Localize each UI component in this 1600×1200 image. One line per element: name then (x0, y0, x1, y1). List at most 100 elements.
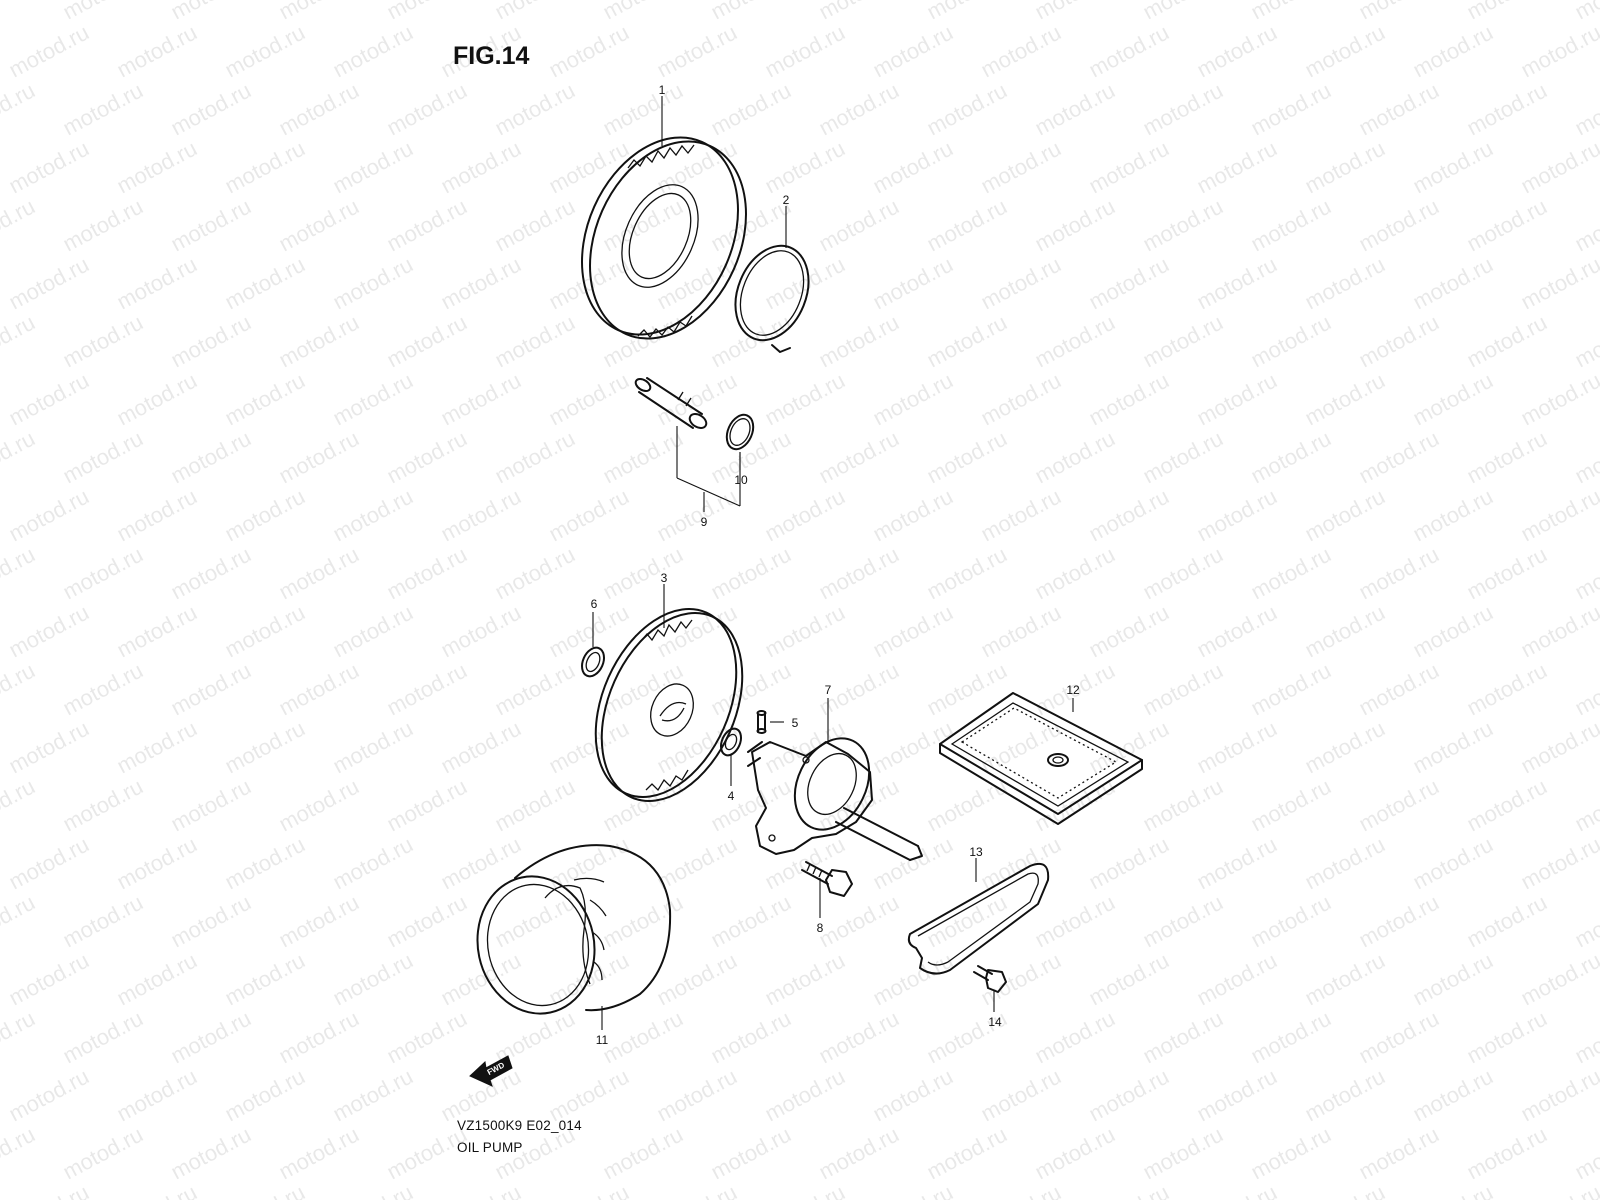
watermark-text: motod.ru (1193, 948, 1281, 1011)
watermark-text: motod.ru (113, 600, 201, 663)
watermark-text: motod.ru (923, 0, 1011, 24)
watermark-text: motod.ru (1517, 948, 1600, 1011)
part-4-washer (719, 727, 743, 757)
watermark-text: motod.ru (221, 136, 309, 199)
watermark-text: motod.ru (1139, 78, 1227, 141)
watermark-text: motod.ru (977, 948, 1065, 1011)
part-14-bolt (973, 965, 1007, 993)
watermark-text: motod.ru (1463, 774, 1551, 837)
watermark-text: motod.ru (761, 1180, 849, 1200)
watermark-text: motod.ru (491, 310, 579, 373)
watermark-text: motod.ru (167, 774, 255, 837)
watermark-text: motod.ru (1193, 136, 1281, 199)
watermark-text: motod.ru (1193, 20, 1281, 83)
watermark-text: motod.ru (653, 1180, 741, 1200)
watermark-text: motod.ru (1139, 774, 1227, 837)
watermark-text: motod.ru (1517, 1064, 1600, 1127)
watermark-text: motod.ru (275, 890, 363, 953)
watermark-text: motod.ru (545, 484, 633, 547)
watermark-text: motod.ru (1517, 368, 1600, 431)
part-8-bolt (801, 861, 853, 897)
watermark-text: motod.ru (545, 1180, 633, 1200)
watermark-text: motod.ru (1463, 310, 1551, 373)
watermark-text: motod.ru (1463, 78, 1551, 141)
watermark-text: motod.ru (1031, 194, 1119, 257)
watermark-text: motod.ru (1031, 0, 1119, 24)
watermark-text: motod.ru (1139, 658, 1227, 721)
watermark-text: motod.ru (113, 252, 201, 315)
callout-9: 9 (701, 515, 708, 529)
watermark-text: motod.ru (1247, 194, 1335, 257)
watermark-text: motod.ru (707, 0, 795, 24)
watermark-text: motod.ru (1085, 20, 1173, 83)
watermark-text: motod.ru (383, 194, 471, 257)
watermark-text: motod.ru (1301, 600, 1389, 663)
watermark-text: motod.ru (1301, 1180, 1389, 1200)
part-9-pin (634, 377, 708, 429)
watermark-text: motod.ru (1355, 890, 1443, 953)
watermark-text: motod.ru (869, 832, 957, 895)
watermark-text: motod.ru (1301, 1064, 1389, 1127)
watermark-text: motod.ru (1355, 1122, 1443, 1185)
watermark-text: motod.ru (1517, 600, 1600, 663)
watermark-text: motod.ru (869, 252, 957, 315)
watermark-text: motod.ru (545, 252, 633, 315)
watermark-text: motod.ru (869, 136, 957, 199)
watermark-text: motod.ru (221, 832, 309, 895)
watermark-text: motod.ru (329, 600, 417, 663)
watermark-text: motod.ru (707, 1122, 795, 1185)
watermark-text: motod.ru (599, 542, 687, 605)
watermark-text: motod.ru (383, 658, 471, 721)
watermark-text: motod.ru (545, 600, 633, 663)
part-11-oil-filter (476, 844, 672, 1015)
watermark-text: motod.ru (0, 0, 39, 24)
watermark-text: motod.ru (221, 1064, 309, 1127)
watermark-text: motod.ru (491, 774, 579, 837)
watermark-text: motod.ru (1571, 542, 1600, 605)
watermark-text: motod.ru (1463, 194, 1551, 257)
watermark-text: motod.ru (545, 368, 633, 431)
watermark-text: motod.ru (1193, 484, 1281, 547)
watermark-text: motod.ru (1031, 1006, 1119, 1069)
watermark-text: motod.ru (1031, 542, 1119, 605)
watermark-text: motod.ru (1355, 774, 1443, 837)
part-7-oil-pump (747, 737, 923, 861)
watermark-text: motod.ru (1085, 600, 1173, 663)
watermark-text: motod.ru (1139, 310, 1227, 373)
watermark-text: motod.ru (59, 542, 147, 605)
part-2-circlip (734, 244, 810, 353)
watermark-text: motod.ru (1193, 600, 1281, 663)
watermark-text: motod.ru (0, 310, 39, 373)
watermark-text: motod.ru (491, 194, 579, 257)
watermark-text: motod.ru (761, 368, 849, 431)
watermark-text: motod.ru (167, 426, 255, 489)
watermark-text: motod.ru (1139, 542, 1227, 605)
watermark-text: motod.ru (1517, 1180, 1600, 1200)
watermark-text: motod.ru (275, 1122, 363, 1185)
watermark-text: motod.ru (437, 136, 525, 199)
callout-1: 1 (659, 83, 666, 97)
watermark-text: motod.ru (1355, 658, 1443, 721)
watermark-text: motod.ru (1247, 1006, 1335, 1069)
part-13-gasket (907, 862, 1050, 975)
watermark-text: motod.ru (761, 136, 849, 199)
watermark-text: motod.ru (1409, 1180, 1497, 1200)
watermark-text: motod.ru (329, 716, 417, 779)
watermark-text: motod.ru (1463, 1006, 1551, 1069)
watermark-text: motod.ru (923, 426, 1011, 489)
watermark-text: motod.ru (221, 484, 309, 547)
watermark-text: motod.ru (383, 310, 471, 373)
watermark-text: motod.ru (1085, 368, 1173, 431)
watermark-text: motod.ru (0, 194, 39, 257)
watermark-text: motod.ru (599, 310, 687, 373)
watermark-text: motod.ru (437, 252, 525, 315)
watermark-text: motod.ru (1571, 890, 1600, 953)
watermark-text: motod.ru (815, 1122, 903, 1185)
watermark-text: motod.ru (383, 542, 471, 605)
watermark-text: motod.ru (221, 1180, 309, 1200)
diagram-code: VZ1500K9 E02_014 (457, 1118, 582, 1133)
watermark-text: motod.ru (1031, 426, 1119, 489)
watermark-text: motod.ru (1355, 542, 1443, 605)
callout-10: 10 (734, 473, 748, 487)
watermark-text: motod.ru (1301, 252, 1389, 315)
